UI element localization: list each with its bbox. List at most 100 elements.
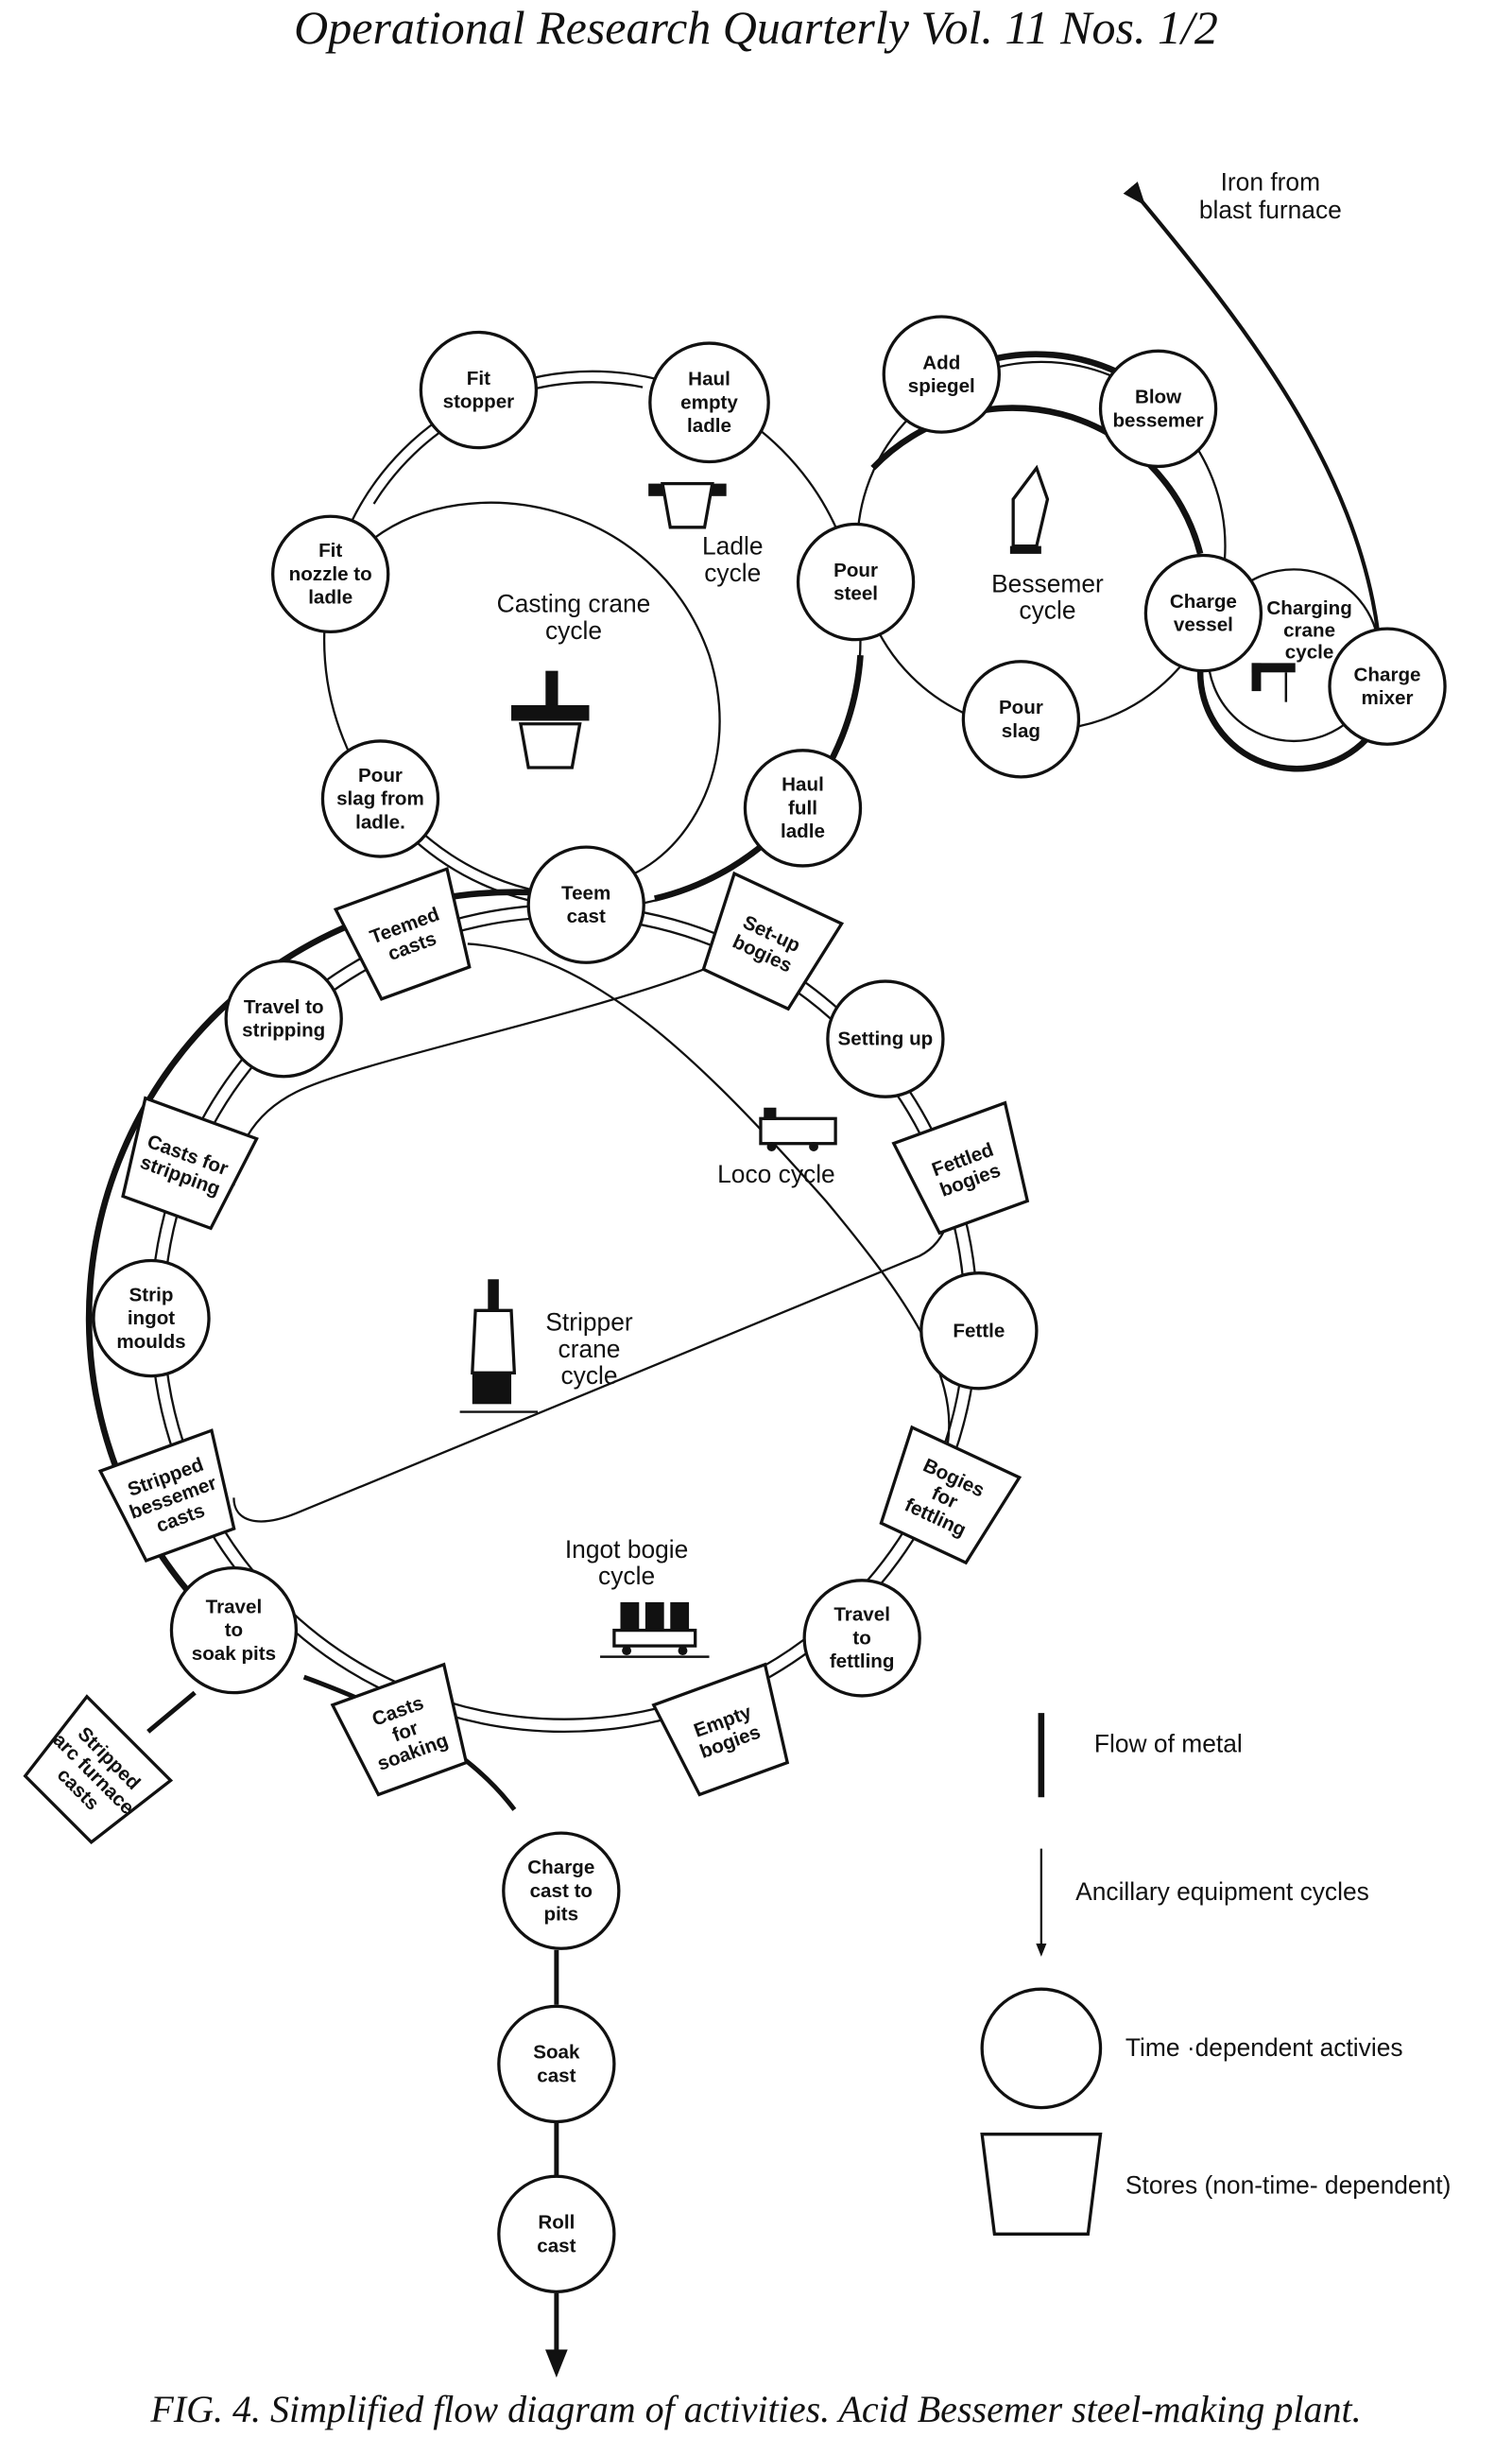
journal-header: Operational Research Quarterly Vol. 11 N… [294, 1, 1218, 54]
activity-label: Setting up [838, 1028, 934, 1050]
casting-crane-icon [511, 670, 590, 769]
activity-fettle[interactable]: Fettle [919, 1271, 1039, 1391]
ladle-icon [648, 481, 727, 529]
figure-caption: FIG. 4. Simplified flow diagram of activ… [150, 2388, 1362, 2430]
activity-circle [1098, 349, 1218, 469]
store-set-up-bogies[interactable]: Set-upbogies [692, 871, 845, 1014]
activity-circle [497, 2004, 616, 2124]
metal-flow-arc-furnace [146, 1690, 197, 1734]
store-trapezoid [879, 1425, 1022, 1565]
activity-circle [497, 2174, 616, 2294]
legend-circle [980, 1987, 1103, 2110]
activity-circle [271, 514, 390, 634]
activity-circle [526, 845, 645, 964]
activity-circle [92, 1258, 211, 1378]
store-bogies-for-fettling[interactable]: Bogiesforfettling [869, 1425, 1022, 1568]
activity-circle [502, 1831, 621, 1950]
activity-circle [919, 1271, 1039, 1391]
activity-circle [169, 1565, 299, 1695]
activity-circle [320, 739, 440, 858]
store-trapezoid [330, 1662, 469, 1797]
activity-circle [648, 341, 770, 464]
ingot-bogie-icon [600, 1601, 710, 1658]
iron-input-line [1123, 181, 1381, 632]
activity-circle [826, 979, 945, 1098]
activity-circle [802, 1579, 921, 1698]
stripper-crane-icon [459, 1279, 539, 1413]
legend-label-arrow-line: Ancillary equipment cycles [1075, 1877, 1369, 1906]
store-trapezoid [121, 1096, 259, 1231]
activity-circle [796, 522, 916, 642]
activity-label: Fettle [953, 1320, 1005, 1341]
store-fettled-bogies[interactable]: Fettledbogies [891, 1100, 1040, 1237]
locomotive-icon [759, 1107, 837, 1151]
legend-trapezoid [980, 2133, 1103, 2236]
store-stripped-bessemer-casts[interactable]: Strippedbessemercasts [97, 1428, 246, 1564]
casting-crane-loop [373, 501, 721, 883]
store-teemed-casts[interactable]: Teemedcasts [333, 866, 481, 1003]
store-trapezoid [333, 866, 472, 1001]
store-empty-bogies[interactable]: Emptybogies [651, 1662, 799, 1799]
legend-label-trapezoid: Stores (non-time- dependent) [1125, 2170, 1451, 2199]
store-label: Strippedbessemercasts [119, 1451, 227, 1544]
store-casts-for-stripping[interactable]: Casts forstripping [112, 1096, 259, 1233]
legend-label-circle: Time ·dependent activies [1125, 2033, 1403, 2062]
activity-circle [743, 749, 863, 868]
store-stripped-arc-furnace-casts[interactable]: Strippedarc furnacecasts [16, 1694, 174, 1851]
store-trapezoid [651, 1662, 790, 1797]
activity-setting-up[interactable]: Setting up [826, 979, 945, 1098]
store-trapezoid [97, 1428, 236, 1563]
converter-icon [1009, 464, 1050, 554]
legend-label-thick-line: Flow of metal [1094, 1729, 1243, 1757]
activity-circle [882, 315, 1001, 434]
activity-circle [224, 959, 343, 1079]
cycle-label-loco: Loco cycle [717, 1160, 835, 1188]
store-casts-for-soaking[interactable]: Castsforsoaking [330, 1662, 478, 1799]
charging-crane-icon [1251, 663, 1296, 702]
store-trapezoid [23, 1694, 174, 1844]
ladle-cycle-inner [334, 381, 851, 899]
